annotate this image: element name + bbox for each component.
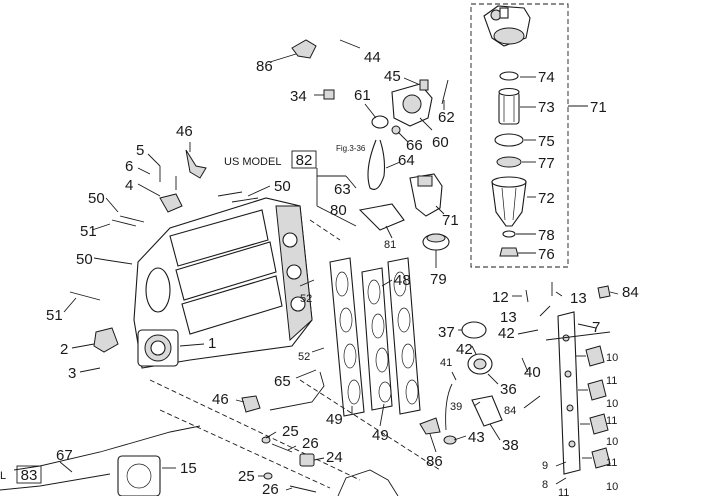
callout-64: 64: [398, 152, 415, 169]
callout-11-b: 11: [606, 415, 617, 427]
callout-78: 78: [538, 227, 555, 244]
callout-numbers: 86 44 45 34 61 62 60 66 64 63 80 81 71 7…: [46, 49, 639, 499]
callout-38: 38: [502, 437, 519, 454]
callout-61: 61: [354, 87, 371, 104]
callout-15: 15: [180, 460, 197, 477]
callout-8: 8: [542, 479, 548, 491]
callout-77: 77: [538, 155, 555, 172]
callout-76: 76: [538, 246, 555, 263]
callout-11-a: 11: [606, 375, 617, 387]
callout-42-left: 42: [456, 341, 473, 358]
callout-75: 75: [538, 133, 555, 150]
callout-2: 2: [60, 341, 68, 358]
figure-reference: Fig.3-36: [336, 144, 366, 153]
callout-65: 65: [274, 373, 291, 390]
fuel-filter-assembly: [470, 3, 588, 268]
fuel-pump-assembly: [269, 26, 450, 268]
callout-36: 36: [500, 381, 517, 398]
callout-13-left: 13: [500, 309, 517, 326]
callout-50-right: 50: [274, 178, 291, 195]
callout-72: 72: [538, 190, 555, 207]
reference-box-82: 82: [291, 150, 317, 169]
callout-25-upper: 25: [282, 423, 299, 440]
fuel-rail-assembly: [419, 282, 619, 485]
callout-81: 81: [384, 239, 396, 251]
callout-66: 66: [406, 137, 423, 154]
callout-6: 6: [125, 158, 133, 175]
callout-79: 79: [430, 271, 447, 288]
callout-10-c: 10: [606, 436, 618, 448]
callout-84-top: 84: [622, 284, 639, 301]
callout-86: 86: [256, 58, 273, 75]
callout-74: 74: [538, 69, 555, 86]
callout-62: 62: [438, 109, 455, 126]
callout-24: 24: [326, 449, 343, 466]
callout-39: 39: [450, 401, 462, 413]
callout-50-left: 50: [88, 190, 105, 207]
callout-1: 1: [208, 335, 216, 352]
callout-71-filter: 71: [590, 99, 607, 116]
callout-10-d: 10: [606, 481, 618, 493]
callout-52-upper: 52: [300, 293, 312, 305]
callout-86-lower: 86: [426, 453, 443, 470]
callout-9: 9: [542, 460, 548, 472]
callout-67: 67: [56, 447, 73, 464]
edge-letter: L: [0, 470, 6, 482]
ref-82-label: 82: [296, 152, 313, 169]
callout-50-lower: 50: [76, 251, 93, 268]
callout-5: 5: [136, 142, 144, 159]
callout-48: 48: [394, 272, 411, 289]
callout-44: 44: [364, 49, 381, 66]
callout-7: 7: [592, 319, 600, 336]
callout-51-lower: 51: [46, 307, 63, 324]
callout-10-a: 10: [606, 352, 618, 364]
callout-37: 37: [438, 324, 455, 341]
callout-11-d: 11: [558, 487, 569, 496]
callout-71-pump: 71: [442, 212, 459, 229]
callout-63: 63: [334, 181, 351, 198]
callout-11-c: 11: [606, 457, 617, 469]
callout-26-lower: 26: [262, 481, 279, 496]
callout-49-right: 49: [372, 427, 389, 444]
callout-46-top: 46: [176, 123, 193, 140]
intake-manifold-assembly: [63, 142, 325, 413]
callout-51-upper: 51: [80, 223, 97, 240]
callout-80: 80: [330, 202, 347, 219]
callout-40: 40: [524, 364, 541, 381]
callout-26-upper: 26: [302, 435, 319, 452]
reference-box-83: 83: [16, 465, 42, 484]
callout-45: 45: [384, 68, 401, 85]
callout-3: 3: [68, 365, 76, 382]
callout-60: 60: [432, 134, 449, 151]
callout-42-right: 42: [498, 325, 515, 342]
callout-49-left: 49: [326, 411, 343, 428]
callout-13-right: 13: [570, 290, 587, 307]
us-model-note: US MODEL: [224, 156, 281, 168]
callout-12: 12: [492, 289, 509, 306]
manifold-gaskets: [149, 219, 441, 489]
callout-84-lower: 84: [504, 405, 516, 417]
callout-43: 43: [468, 429, 485, 446]
callout-10-b: 10: [606, 398, 618, 410]
callout-52-lower: 52: [298, 351, 310, 363]
callout-34: 34: [290, 88, 307, 105]
callout-41: 41: [440, 357, 452, 369]
callout-46-lower: 46: [212, 391, 229, 408]
callout-4: 4: [125, 177, 133, 194]
callout-25-lower: 25: [238, 468, 255, 485]
ref-83-label: 83: [21, 467, 38, 484]
callout-73: 73: [538, 99, 555, 116]
